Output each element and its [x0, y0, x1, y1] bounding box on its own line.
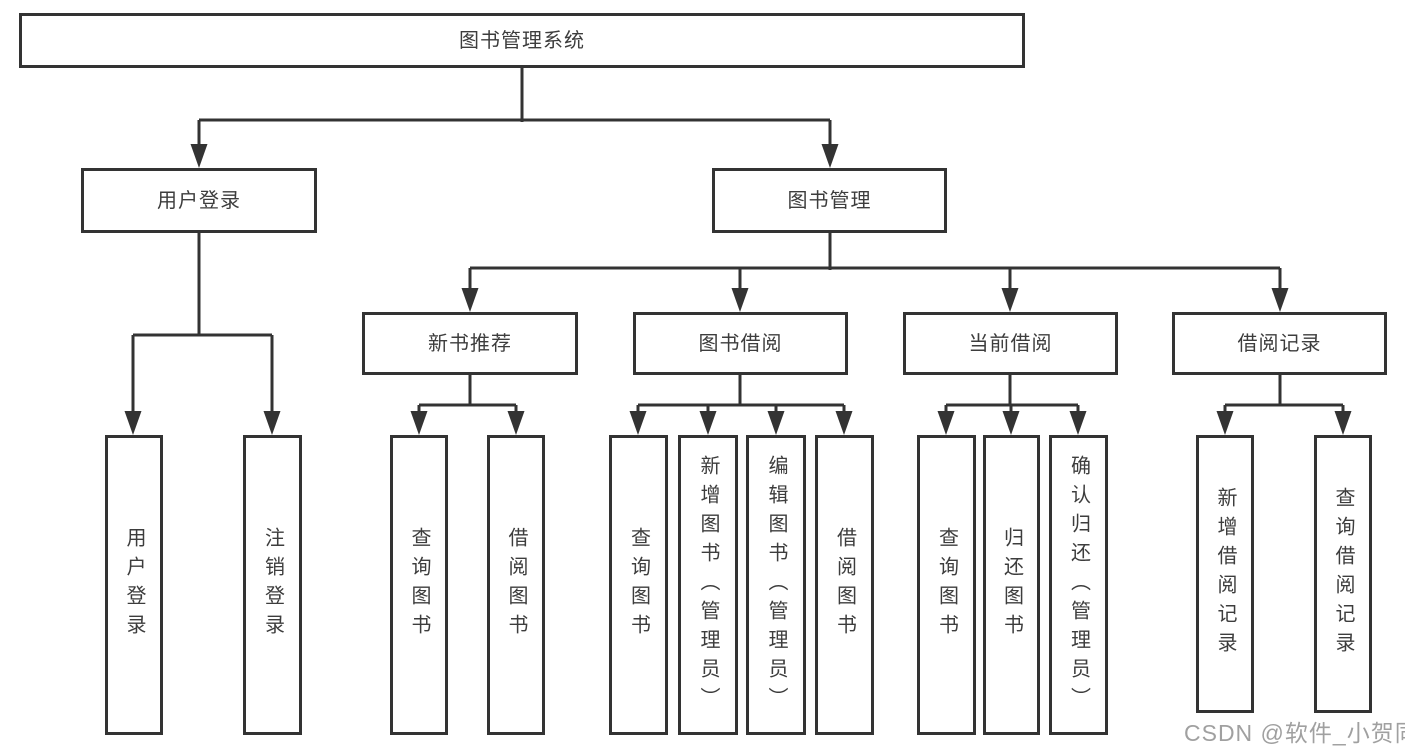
- csdn-watermark: CSDN @软件_小贺同学: [1184, 720, 1405, 746]
- arrow-icon: [1334, 411, 1352, 435]
- leaf-confirm-return-admin: 确认归还（管理员）: [1049, 435, 1108, 735]
- arrow-icon: [190, 144, 208, 168]
- arrow-icon: [835, 411, 853, 435]
- arrow-icon: [937, 411, 955, 435]
- leaf-query-books-2: 查询图书: [609, 435, 668, 735]
- node-borrow-records: 借阅记录: [1172, 312, 1387, 375]
- arrow-icon: [731, 288, 749, 312]
- arrow-icon: [629, 411, 647, 435]
- leaf-edit-books-admin: 编辑图书（管理员）: [746, 435, 806, 735]
- node-book-borrow: 图书借阅: [633, 312, 848, 375]
- arrow-icon: [1216, 411, 1234, 435]
- arrow-icon: [1271, 288, 1289, 312]
- arrow-icon: [507, 411, 525, 435]
- arrow-icon: [1002, 411, 1020, 435]
- leaf-return-books: 归还图书: [983, 435, 1040, 735]
- node-user-login: 用户登录: [81, 168, 317, 233]
- arrow-icon: [699, 411, 717, 435]
- arrow-icon: [821, 144, 839, 168]
- leaf-borrow-books: 借阅图书: [487, 435, 545, 735]
- leaf-query-borrow-record: 查询借阅记录: [1314, 435, 1372, 713]
- arrow-icon: [124, 411, 142, 435]
- arrow-icon: [1001, 288, 1019, 312]
- leaf-add-books-admin: 新增图书（管理员）: [678, 435, 738, 735]
- node-current-borrow: 当前借阅: [903, 312, 1118, 375]
- arrow-icon: [461, 288, 479, 312]
- arrow-icon: [410, 411, 428, 435]
- leaf-borrow-books-2: 借阅图书: [815, 435, 874, 735]
- arrow-icon: [1069, 411, 1087, 435]
- leaf-query-books-3: 查询图书: [917, 435, 976, 735]
- leaf-logout: 注销登录: [243, 435, 302, 735]
- leaf-query-books: 查询图书: [390, 435, 448, 735]
- node-root-system: 图书管理系统: [19, 13, 1025, 68]
- node-new-book-recommend: 新书推荐: [362, 312, 578, 375]
- arrow-icon: [263, 411, 281, 435]
- node-book-management: 图书管理: [712, 168, 947, 233]
- leaf-add-borrow-record: 新增借阅记录: [1196, 435, 1254, 713]
- arrow-icon: [767, 411, 785, 435]
- leaf-user-login: 用户登录: [105, 435, 163, 735]
